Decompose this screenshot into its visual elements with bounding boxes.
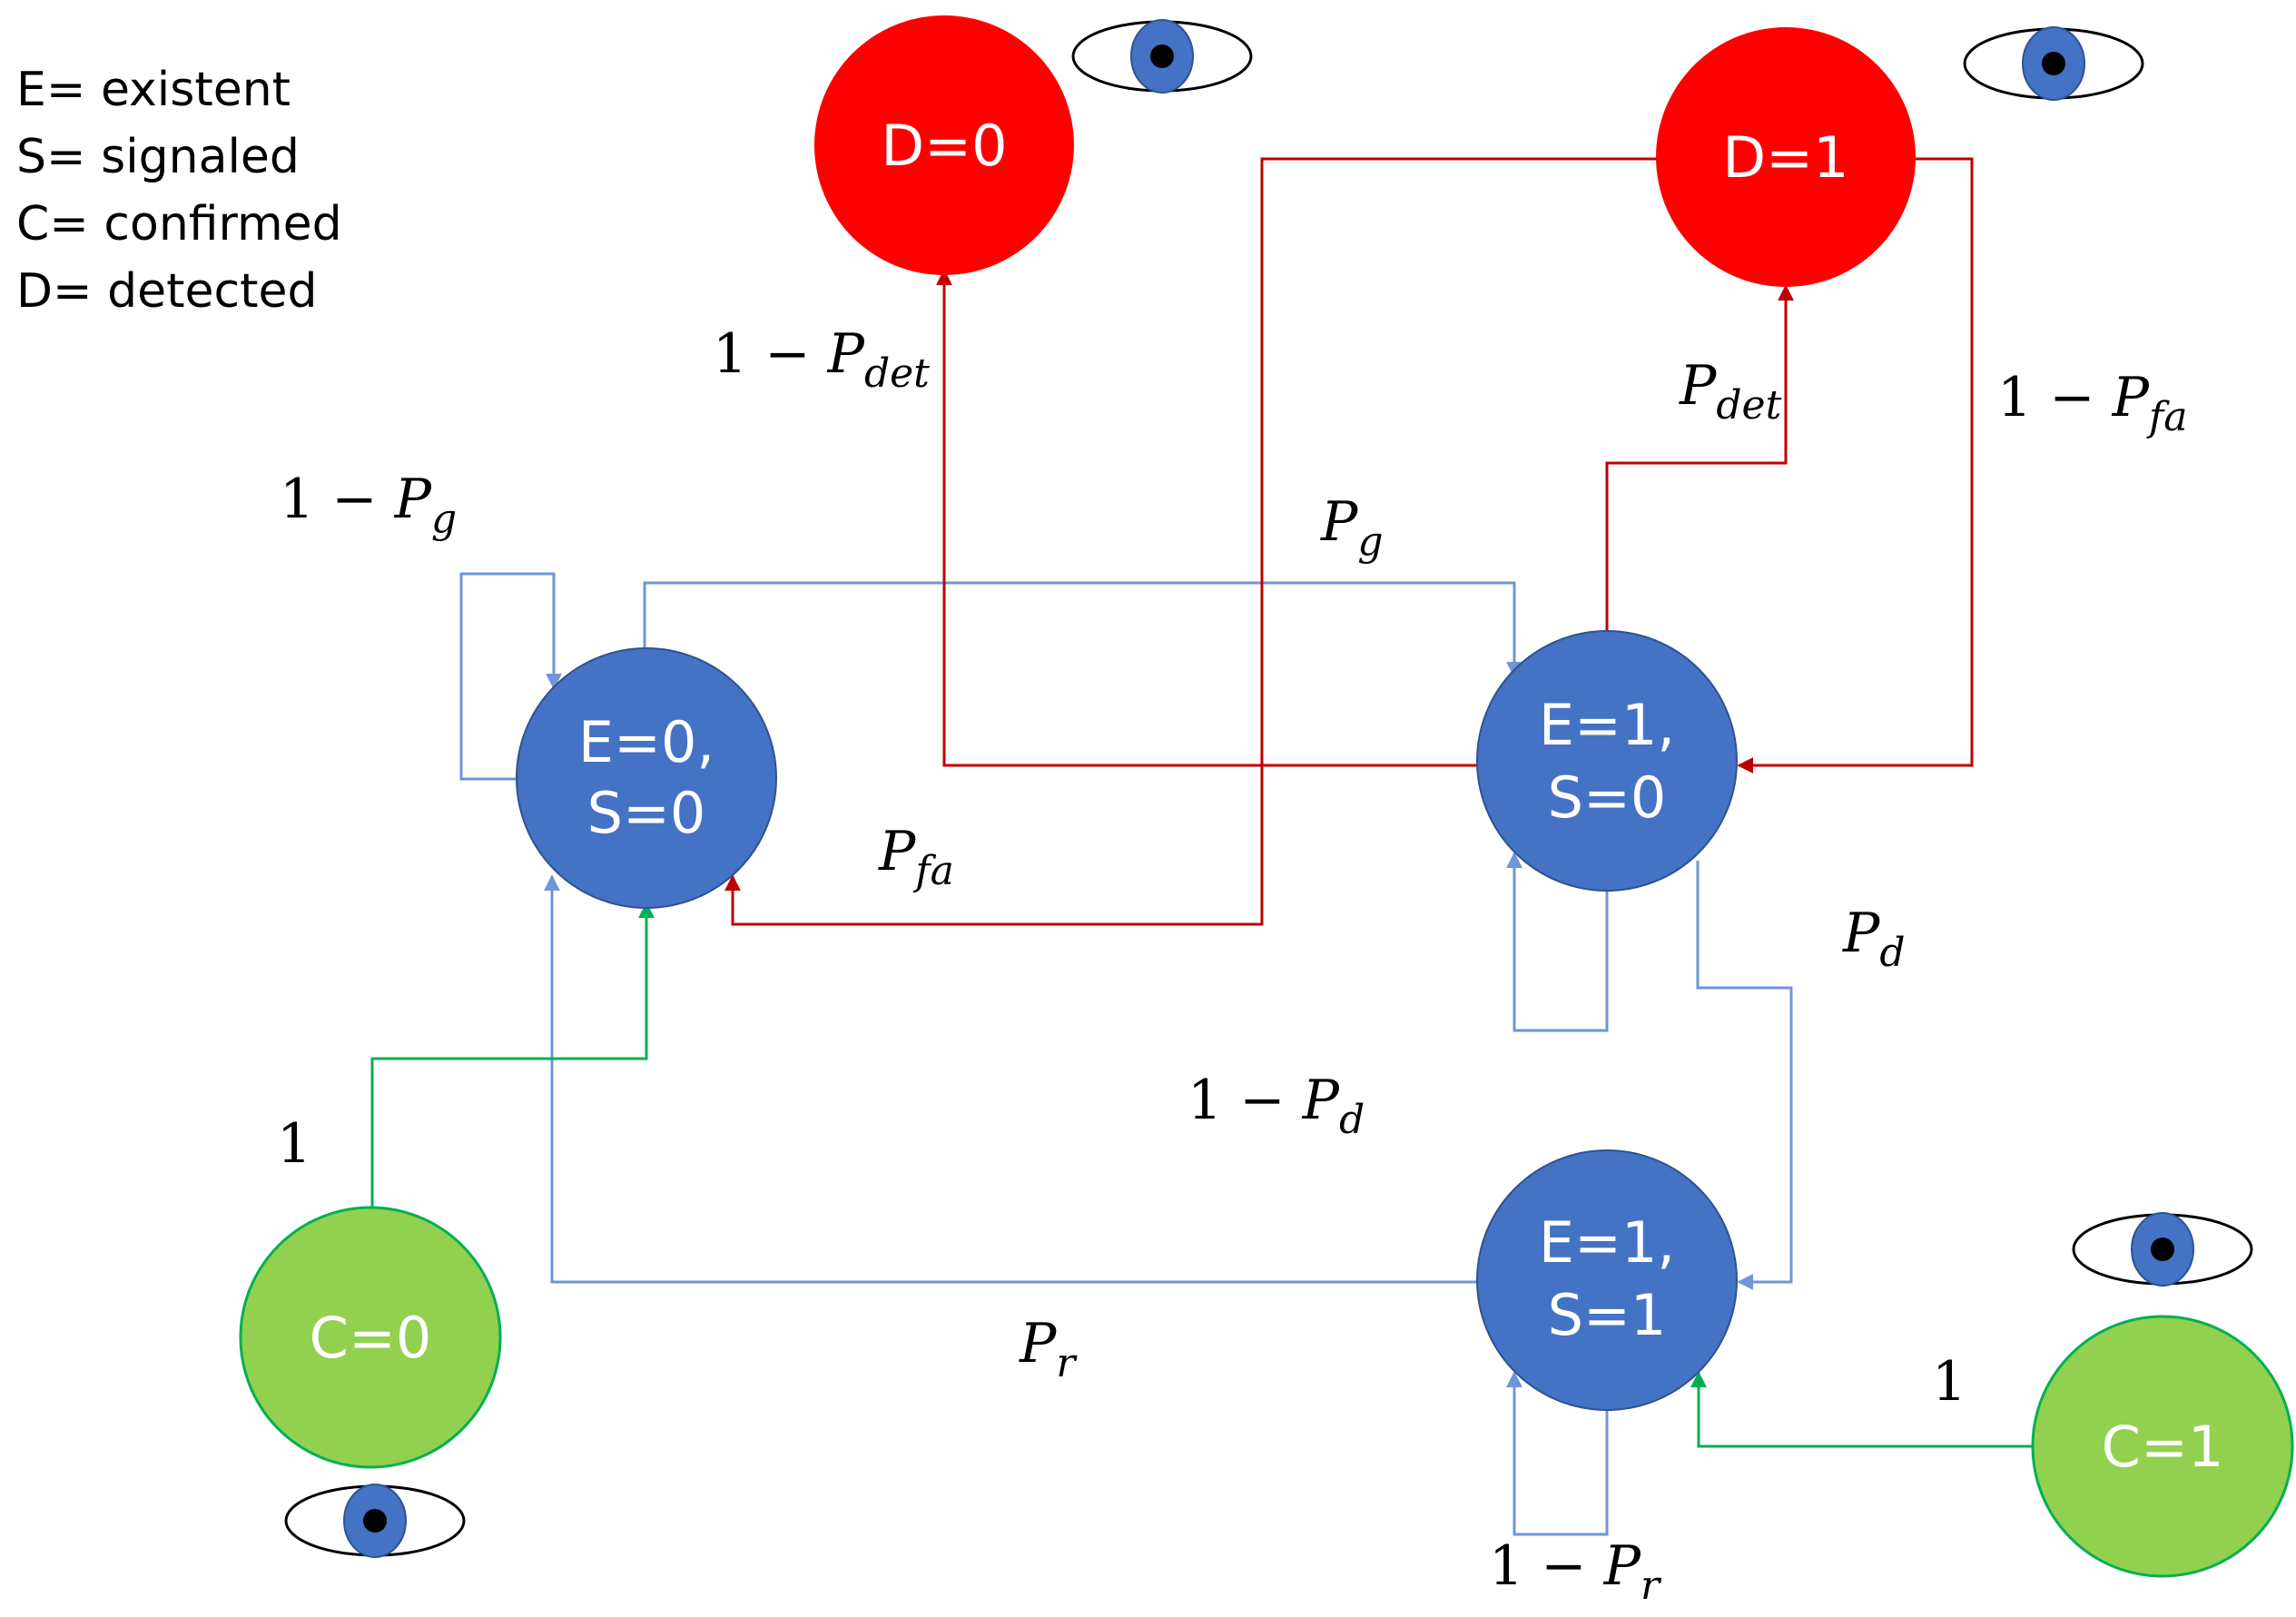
eye-icon-c0 bbox=[284, 1484, 466, 1558]
state-d1: D=1 bbox=[1656, 27, 1916, 287]
state-e1s0: E=1, S=0 bbox=[1476, 630, 1738, 892]
state-e1s1-line1: E=1, bbox=[1539, 1209, 1675, 1276]
state-e0s0: E=0, S=0 bbox=[516, 647, 777, 909]
eye-icon-d1 bbox=[1963, 26, 2144, 101]
legend-item-detected: D= detected bbox=[16, 264, 318, 319]
state-c1-label: C=1 bbox=[2102, 1414, 2224, 1480]
state-d1-label: D=1 bbox=[1722, 124, 1848, 191]
states: E=0, S=0 E=1, S=0 E=1, S=1 D=0 D=1 C=0 C… bbox=[239, 15, 2294, 1578]
arrow-self-loop-e0s0 bbox=[459, 572, 562, 781]
state-d0-label: D=0 bbox=[881, 113, 1007, 179]
legend-item-signaled: S= signaled bbox=[16, 130, 300, 184]
state-e1s0-line2: S=0 bbox=[1548, 764, 1667, 831]
state-c0-label: C=0 bbox=[310, 1305, 432, 1371]
state-e1s1: E=1, S=1 bbox=[1476, 1149, 1738, 1411]
label-one-minus-pfa: 1 − Pfa bbox=[1997, 366, 2188, 440]
arrow-c0-to-e0s0 bbox=[370, 902, 655, 1214]
state-e0s0-line1: E=0, bbox=[578, 709, 714, 775]
state-e1s1-line2: S=1 bbox=[1548, 1282, 1667, 1348]
arrow-e1s0-to-d1 bbox=[1605, 284, 1794, 643]
arrow-e1s0-to-e1s1 bbox=[1696, 861, 1793, 1290]
label-pd: Pd bbox=[1842, 902, 1906, 976]
arrow-self-loop-e1s0 bbox=[1506, 852, 1609, 1032]
arrow-e1s0-to-d0 bbox=[936, 269, 1478, 767]
transitions bbox=[370, 157, 2036, 1536]
legend-item-confirmed: C= confirmed bbox=[16, 197, 342, 251]
label-one-minus-pd: 1 − Pd bbox=[1187, 1069, 1365, 1143]
arrow-e1s1-to-e0s0 bbox=[544, 874, 1478, 1284]
label-pg: Pg bbox=[1320, 490, 1384, 565]
label-one-minus-pg: 1 − Pg bbox=[280, 468, 457, 542]
arrow-e0s0-to-e1s0 bbox=[643, 581, 1522, 678]
arrow-c1-to-e1s1 bbox=[1690, 1371, 2036, 1448]
label-one-minus-pr: 1 − Pr bbox=[1489, 1534, 1662, 1609]
legend: E= existent S= signaled C= confirmed D= … bbox=[16, 63, 342, 319]
label-pr: Pr bbox=[1019, 1312, 1078, 1386]
arrow-self-loop-e1s1 bbox=[1506, 1371, 1609, 1536]
state-c1: C=1 bbox=[2031, 1315, 2294, 1578]
state-e0s0-line2: S=0 bbox=[587, 780, 706, 846]
eye-icon-c1 bbox=[2072, 1212, 2253, 1287]
legend-item-existent: E= existent bbox=[16, 63, 291, 117]
label-pfa: Pfa bbox=[878, 820, 954, 894]
label-pdet: Pdet bbox=[1679, 354, 1782, 429]
arrow-d1-to-e0s0 bbox=[724, 157, 1657, 926]
arrow-d1-to-e1s0 bbox=[1737, 157, 1974, 774]
label-one-c0: 1 bbox=[277, 1112, 311, 1176]
eye-icon-d0 bbox=[1071, 19, 1253, 94]
transition-labels: 1 − Pdet Pdet 1 − Pfa 1 − Pg Pg Pfa Pd 1… bbox=[277, 322, 2188, 1609]
label-one-c1: 1 bbox=[1932, 1350, 1966, 1414]
state-e1s0-line1: E=1, bbox=[1539, 692, 1675, 758]
label-one-minus-pdet: 1 − Pdet bbox=[713, 322, 930, 397]
state-c0: C=0 bbox=[239, 1206, 502, 1469]
state-d0: D=0 bbox=[814, 15, 1074, 275]
